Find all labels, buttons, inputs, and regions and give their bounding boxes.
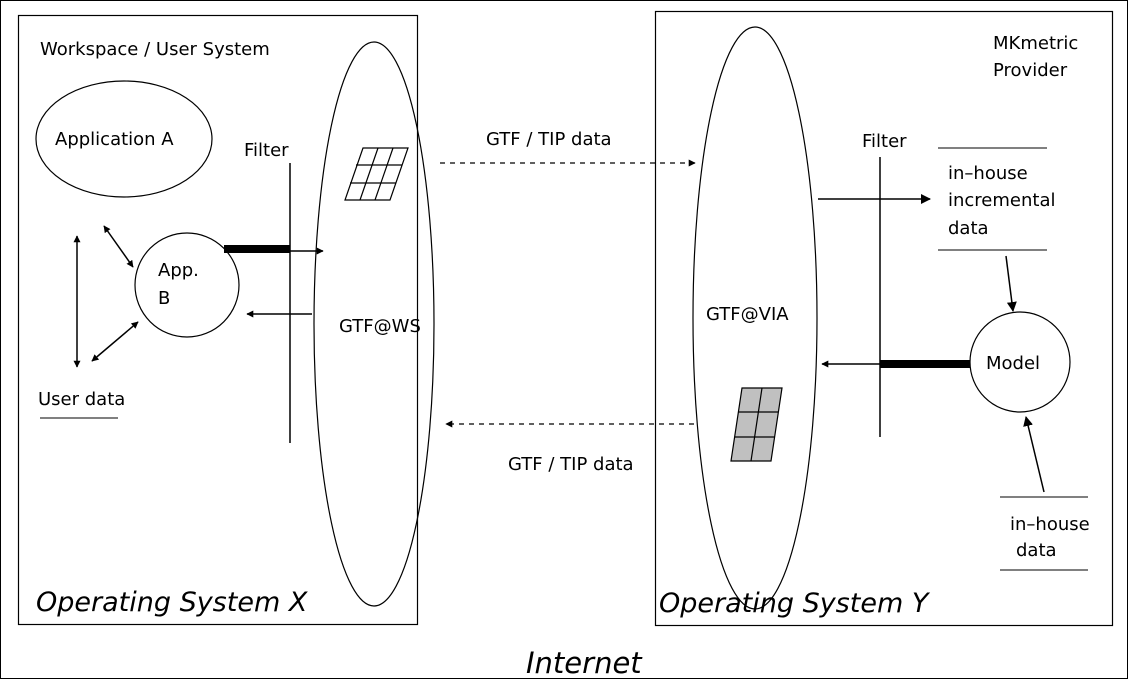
data-grid-icon-grey <box>730 387 783 462</box>
model-label: Model <box>986 353 1040 374</box>
appa-appb-arrow <box>103 225 134 268</box>
operating-system-y-label: Operating System Y <box>659 588 931 619</box>
app-b-label-line2: B <box>158 288 170 309</box>
data-grid-icon <box>344 147 409 201</box>
right-filter-label: Filter <box>862 131 907 152</box>
gtf-ws-node <box>313 41 435 607</box>
operating-system-x-box <box>17 14 419 626</box>
incremental-data-line2: incremental <box>948 190 1056 211</box>
incremental-data-line1: in–house <box>948 163 1028 184</box>
userdata-appb-arrow <box>91 321 139 362</box>
workspace-title: Workspace / User System <box>40 39 270 60</box>
incremental-to-model-arrow <box>1005 255 1017 312</box>
internet-label: Internet <box>526 646 643 679</box>
gtf-tip-top-label: GTF / TIP data <box>486 129 612 150</box>
application-a-node <box>35 80 213 198</box>
gtf-via-label: GTF@VIA <box>706 304 789 325</box>
inhouse-data-line1: in–house <box>1010 514 1090 535</box>
inhouse-data-line2: data <box>1016 540 1057 561</box>
operating-system-x-label: Operating System X <box>36 587 308 618</box>
inhouse-to-model-arrow <box>1023 416 1045 493</box>
gtf-via-node <box>692 26 818 610</box>
gtf-tip-bottom-label: GTF / TIP data <box>508 454 634 475</box>
app-b-node <box>134 232 240 338</box>
operating-system-y-box <box>654 10 1114 627</box>
provider-title-line2: Provider <box>993 60 1068 81</box>
incremental-data-line3: data <box>948 218 989 239</box>
provider-title-line1: MKmetric <box>993 33 1078 54</box>
app-b-label-line1: App. <box>158 260 199 281</box>
application-a-label: Application A <box>55 129 174 150</box>
user-data-label: User data <box>38 389 125 410</box>
gtf-ws-label: GTF@WS <box>339 316 421 337</box>
left-filter-label: Filter <box>244 140 289 161</box>
